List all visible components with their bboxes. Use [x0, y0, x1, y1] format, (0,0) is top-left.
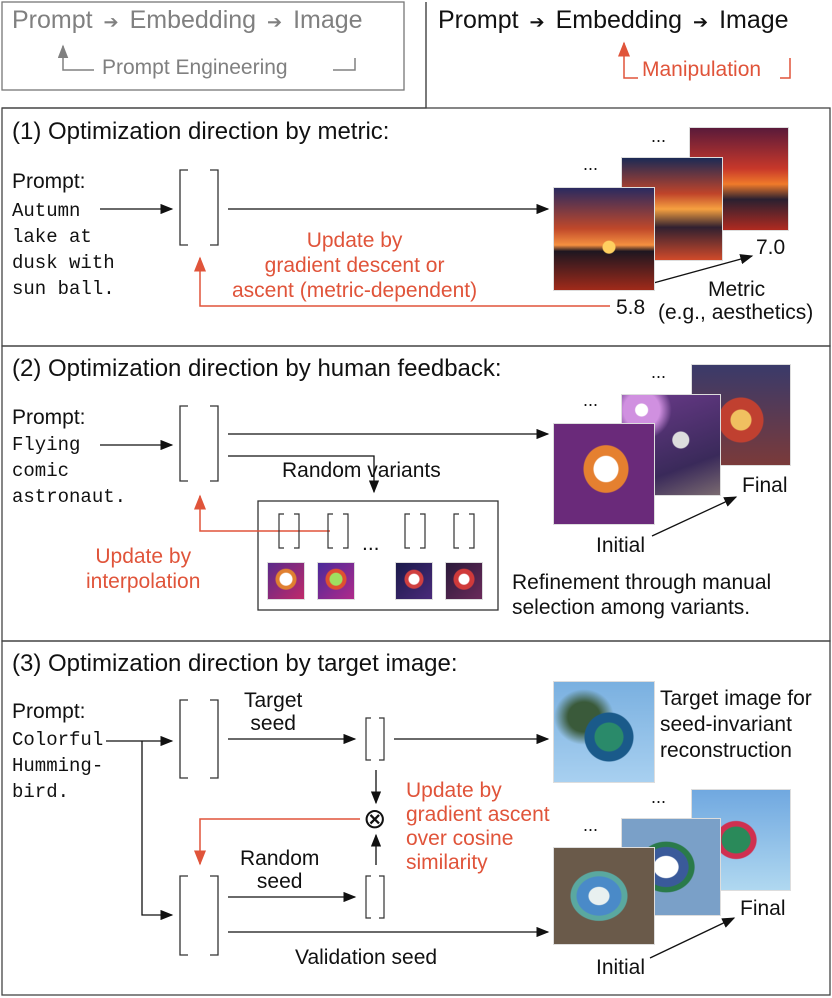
- arrow-icon: ➔: [693, 12, 709, 32]
- p2-bracket: [179, 405, 219, 482]
- panel1-title: (1) Optimization direction by metric:: [12, 118, 390, 145]
- p3-target-caption: Target image for seed-invariant reconstr…: [660, 687, 812, 762]
- panel3-prompt-label: Prompt:: [12, 700, 86, 723]
- p2-refinement: Refinement through manual selection amon…: [512, 571, 772, 619]
- p3-bracket-top: [179, 699, 219, 779]
- p2-initial-label: Initial: [596, 534, 646, 557]
- p1-score-low: 5.8: [616, 296, 646, 319]
- p3-initial-label: Initial: [596, 956, 646, 979]
- p1-score-high: 7.0: [756, 236, 786, 259]
- p3-final-arrow: [649, 917, 736, 959]
- p1-ellipsis-1: ...: [583, 154, 599, 174]
- p1-metric-label: Metric: [708, 278, 766, 301]
- p2-variant-3: [396, 563, 432, 599]
- p3-target-seed: Target seed: [244, 689, 303, 735]
- panel2-update-label: Update by interpolation: [86, 545, 201, 593]
- p2-variants-ellipsis: ...: [362, 532, 380, 555]
- p3-image-1: [554, 848, 654, 944]
- panel3-title: (3) Optimization direction by target ima…: [12, 650, 458, 677]
- p2-ellipsis-1: ...: [583, 390, 599, 410]
- p1-metric-sub: (e.g., aesthetics): [658, 301, 814, 324]
- p3-bracket-bottom: [179, 875, 219, 956]
- p3-update-label: Update by gradient ascent over cosine si…: [406, 779, 550, 874]
- p3-random-seed: Random seed: [240, 847, 320, 893]
- manipulation-label: Manipulation: [642, 58, 762, 81]
- p3-update-arrow: [194, 818, 360, 866]
- header-left-embedding: Embedding: [129, 6, 257, 34]
- p3-target-image: [554, 682, 654, 782]
- p1-image-1: [554, 188, 654, 290]
- header-right-prompt: Prompt: [438, 6, 519, 34]
- p3-random-embedding: [365, 875, 385, 919]
- panel2-prompt-label: Prompt:: [12, 406, 86, 429]
- p2-final-arrow: [651, 496, 738, 537]
- header-left-box: [1, 1, 405, 91]
- p2-mini-brackets: [278, 513, 475, 549]
- p2-variants-box: [257, 500, 499, 611]
- p2-variant-1: [268, 563, 304, 599]
- p3-target-embedding: [365, 717, 385, 761]
- panel1-update-label: Update by gradient descent or ascent (me…: [232, 229, 478, 302]
- cosine-similarity-icon: ⊗: [363, 803, 387, 834]
- header-right-flow: Prompt ➔ Embedding ➔ Image: [438, 6, 789, 35]
- panel3-border: [1, 640, 831, 996]
- p3-validation-seed: Validation seed: [295, 946, 438, 969]
- p2-ellipsis-2: ...: [651, 362, 667, 382]
- header-left-flow: Prompt ➔ Embedding ➔ Image: [12, 6, 363, 35]
- panel3-prompt-text: Colorful Humming- bird.: [12, 729, 104, 803]
- panel2-prompt-text: Flying comic astronaut.: [12, 434, 127, 508]
- p3-branch-arrow: [141, 741, 174, 921]
- prompt-engineering-loop: [63, 46, 356, 71]
- manipulation-loop: [624, 43, 791, 79]
- p2-variant-2: [318, 563, 354, 599]
- p2-variants-arrow: [228, 455, 380, 494]
- prompt-engineering-label: Prompt Engineering: [102, 56, 288, 79]
- p1-ellipsis-2: ...: [651, 126, 667, 146]
- p2-final-label: Final: [742, 474, 788, 497]
- p3-final-label: Final: [740, 897, 786, 920]
- panel2-random-variants: Random variants: [282, 459, 441, 482]
- arrow-icon: ➔: [103, 12, 119, 32]
- header-left-prompt: Prompt: [12, 6, 93, 34]
- panel1-prompt-text: Autumn lake at dusk with sun ball.: [12, 200, 115, 300]
- header-right-embedding: Embedding: [555, 6, 683, 34]
- p1-bracket: [179, 169, 219, 246]
- p2-variant-4: [446, 563, 482, 599]
- panel2-title: (2) Optimization direction by human feed…: [12, 355, 502, 382]
- arrow-icon: ➔: [529, 12, 545, 32]
- panel1-prompt-label: Prompt:: [12, 170, 86, 193]
- p2-update-arrow: [194, 494, 330, 532]
- p3-ellipsis-1: ...: [583, 815, 599, 835]
- p2-image-1: [554, 424, 654, 524]
- header-right-image: Image: [719, 6, 789, 34]
- arrow-icon: ➔: [267, 12, 283, 32]
- p1-update-arrow: [194, 256, 610, 307]
- header-left-image: Image: [293, 6, 363, 34]
- p3-ellipsis-2: ...: [651, 787, 667, 807]
